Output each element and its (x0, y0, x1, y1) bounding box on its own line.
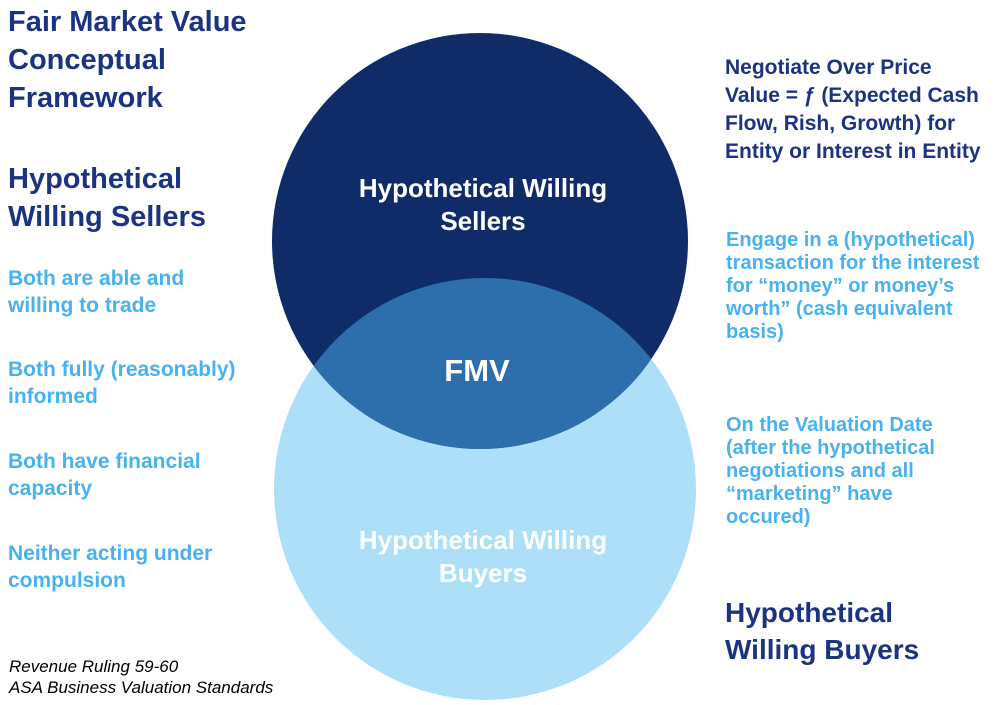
engage-transaction-note: Engage in a (hypothetical) transaction f… (726, 229, 980, 343)
sellers-circle-label: Hypothetical Willing Sellers (358, 173, 608, 236)
seller-condition-informed: Both fully (reasonably) informed (8, 358, 236, 408)
source-footnotes: Revenue Ruling 59-60 ASA Business Valuat… (9, 657, 274, 697)
valuation-date-note: On the Valuation Date (after the hypothe… (726, 414, 935, 528)
seller-condition-financial-capacity: Both have financial capacity (8, 450, 201, 500)
seller-condition-no-compulsion: Neither acting under compulsion (8, 542, 213, 592)
negotiate-over-price-note: Negotiate Over Price Value = ƒ (Expected… (725, 56, 981, 163)
seller-condition-able-willing: Both are able and willing to trade (8, 267, 185, 317)
fmv-overlap-label: FMV (444, 353, 510, 388)
fmv-overlap-region (274, 278, 688, 449)
buyers-side-heading: Hypothetical Willing Buyers (725, 597, 920, 665)
sellers-side-heading: Hypothetical Willing Sellers (8, 163, 206, 233)
buyers-circle-label: Hypothetical Willing Buyers (358, 525, 608, 588)
page-title: Fair Market Value Conceptual Framework (8, 6, 247, 114)
